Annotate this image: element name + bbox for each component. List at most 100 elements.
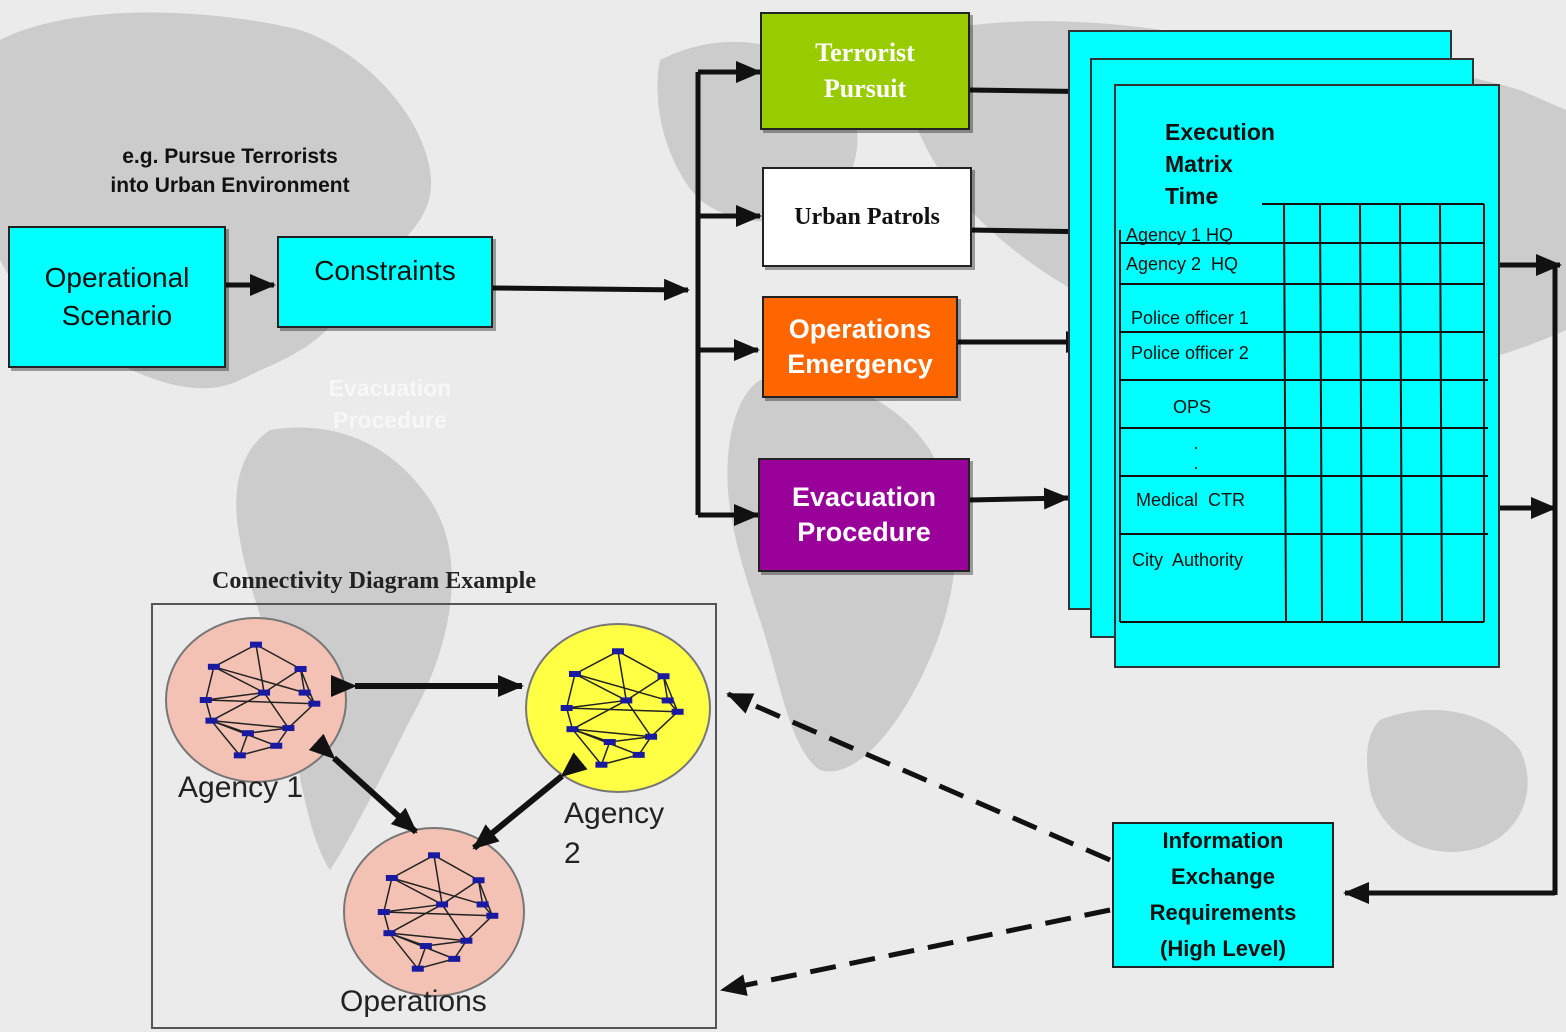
information-exchange-box[interactable]: Information Exchange Requirements (High … — [1112, 822, 1334, 968]
link-agency1-operations — [308, 733, 419, 835]
agency1-edge — [239, 732, 249, 756]
agency2-edge — [609, 735, 652, 743]
agency2-node — [595, 761, 608, 768]
operations-node — [460, 937, 473, 944]
matrix-row-agency1-hq: Agency 1 HQ — [1126, 225, 1234, 245]
operations-node — [428, 852, 440, 859]
agency1-node — [205, 717, 218, 724]
operations-edge — [441, 904, 468, 942]
agency1-edge — [239, 745, 277, 757]
scenario-example-note: e.g. Pursue Terrorists into Urban Enviro… — [110, 145, 350, 197]
agency1-edge — [263, 692, 290, 729]
agency2-edge — [650, 711, 679, 738]
agency1-edge — [205, 691, 265, 701]
operations-edge — [425, 939, 467, 947]
operations-edge — [383, 903, 443, 913]
dashed-arrow-to-agency2 — [726, 691, 1111, 863]
agency2-node — [671, 708, 684, 715]
operations-node — [448, 955, 461, 962]
agency2-edge — [572, 699, 627, 730]
execution-matrix-title: Execution Matrix Time — [1165, 119, 1275, 209]
agency1-edge — [213, 666, 265, 694]
agency1-edge — [211, 691, 265, 722]
agency2-node — [612, 648, 624, 655]
connectivity-diagram-frame — [151, 603, 717, 1029]
agency1-edge — [210, 720, 241, 756]
execution-matrix-sheet[interactable] — [1114, 84, 1500, 668]
operations-emergency-box[interactable]: Operations Emergency — [762, 296, 958, 398]
urban-patrols-box[interactable]: Urban Patrols — [762, 167, 972, 267]
agency1-edge — [247, 727, 289, 734]
connectivity-diagram-title: Connectivity Diagram Example — [212, 568, 536, 594]
operations-edge — [383, 911, 493, 917]
operations-edge — [388, 932, 419, 970]
operations-cluster — [343, 827, 525, 997]
operations-edge — [477, 879, 494, 917]
agency2-edge — [566, 707, 678, 713]
operations-edge — [389, 932, 467, 942]
agency1-edge — [211, 719, 289, 729]
agency1-edge — [213, 643, 257, 668]
agency2-edge — [600, 741, 611, 765]
matrix-row-agency2-hq: Agency 2 HQ — [1126, 254, 1239, 274]
matrix-row-city-authority: City Authority — [1132, 550, 1244, 570]
link-agency2-operations — [472, 752, 588, 851]
agency2-node — [560, 705, 573, 711]
agency2-node — [645, 733, 658, 740]
agency1-edge — [263, 668, 301, 694]
agency1-edge — [205, 699, 213, 721]
agency1-node — [233, 752, 246, 759]
agency2-edge — [565, 707, 574, 730]
matrix-row-police-officer-1: Police officer 1 — [1131, 308, 1249, 328]
agency1-node — [258, 689, 271, 696]
agency2-node — [568, 670, 581, 677]
operations-edge — [389, 903, 443, 934]
operations-edge — [391, 854, 435, 879]
operational-scenario-box[interactable]: Operational Scenario — [8, 226, 226, 368]
agency2-edge — [565, 673, 576, 709]
agency2-node — [566, 726, 579, 733]
operations-node — [472, 877, 485, 884]
agency2-edge — [638, 736, 652, 756]
operations-edge — [417, 945, 427, 969]
constraints-box[interactable]: Constraints — [277, 236, 493, 328]
agency1-cluster — [165, 617, 347, 783]
operations-node — [419, 943, 432, 950]
operations-edge — [465, 915, 493, 942]
agency1-label: Agency 1 — [178, 771, 304, 804]
agency2-edge — [601, 754, 639, 766]
agency1-node — [241, 730, 254, 737]
agency2-node — [620, 697, 633, 704]
operations-node — [476, 901, 489, 908]
faint-background-label: Evacuation Procedure — [328, 375, 452, 433]
agency1-edge — [287, 703, 315, 729]
operations-node — [377, 909, 390, 915]
agency2-node — [661, 697, 674, 704]
agency2-edge — [617, 650, 664, 677]
agency2-cluster — [525, 623, 711, 793]
agency1-edge — [255, 644, 265, 693]
operations-edge — [477, 880, 484, 905]
agency2-edge — [625, 700, 652, 738]
operations-node — [411, 965, 424, 972]
evacuation-procedure-box[interactable]: Evacuation Procedure — [758, 458, 970, 572]
operations-edge — [383, 911, 391, 934]
agency2-edge — [617, 651, 628, 701]
agency1-node — [282, 725, 295, 732]
agency1-node — [207, 663, 220, 670]
agency1-edge — [299, 668, 306, 693]
agency1-node — [298, 689, 311, 696]
agency1-node — [199, 697, 212, 703]
operations-edge — [441, 879, 479, 906]
agency2-node — [632, 751, 645, 758]
agency2-edge — [571, 728, 603, 766]
agency2-edge — [662, 676, 669, 701]
agency1-node — [308, 700, 321, 707]
agency1-edge — [255, 643, 301, 670]
agency1-node — [270, 742, 283, 749]
terrorist-pursuit-box[interactable]: Terrorist Pursuit — [760, 12, 970, 130]
operations-node — [486, 912, 499, 919]
